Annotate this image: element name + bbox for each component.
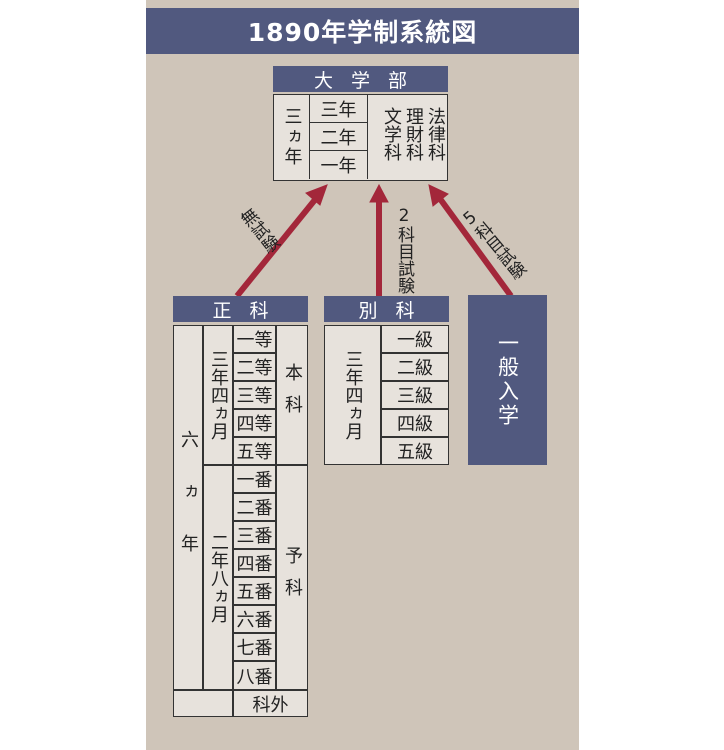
title-bar: 1890年学制系統図 xyxy=(146,8,579,54)
daigakubu-table: 三ヵ年 三年 二年 一年 文学科 理財科 法律科 xyxy=(273,94,448,181)
yoka-grade-1: 一番 xyxy=(233,465,276,493)
betsuka-grade-1: 一級 xyxy=(381,325,449,353)
yoka-duration: 二年八ヵ月 xyxy=(203,465,233,690)
daigakubu-header: 大学部 xyxy=(273,66,448,92)
betsuka-grade-2: 二級 xyxy=(381,353,449,381)
page-title: 1890年学制系統図 xyxy=(247,18,478,47)
betsuka-grade-5: 五級 xyxy=(381,437,449,465)
daigakubu-year-1: 一年 xyxy=(310,151,368,179)
arrow-right-head xyxy=(428,184,449,207)
betsuka-grade-3: 三級 xyxy=(381,381,449,409)
seika-kagai-spacer xyxy=(173,690,233,717)
arrow-middle-label: 2科目試験 xyxy=(394,206,414,294)
ippan-nyugaku-box: 一般入学 xyxy=(468,295,547,465)
seika-kagai: 科外 xyxy=(233,690,308,717)
yoka-grade-8: 八番 xyxy=(233,661,276,690)
honka-grade-4: 四等 xyxy=(233,409,276,437)
yoka-grade-5: 五番 xyxy=(233,577,276,605)
arrow-left-head xyxy=(305,184,328,206)
ippan-nyugaku-label: 一般入学 xyxy=(495,332,520,428)
seika-total-duration: 六ヵ年 xyxy=(173,325,203,690)
seika-header: 正 科 xyxy=(173,296,308,322)
yoka-grade-6: 六番 xyxy=(233,605,276,633)
daigakubu-year-2: 二年 xyxy=(310,123,368,151)
yoka-label: 予科 xyxy=(276,465,308,690)
arrow-right xyxy=(435,194,514,298)
honka-grade-5: 五等 xyxy=(233,437,276,465)
honka-grade-1: 一等 xyxy=(233,325,276,353)
yoka-grade-2: 二番 xyxy=(233,493,276,521)
yoka-grade-7: 七番 xyxy=(233,633,276,661)
honka-grade-3: 三等 xyxy=(233,381,276,409)
faculty-bungaku: 文学科 xyxy=(381,107,402,161)
honka-label: 本科 xyxy=(276,325,308,465)
betsuka-duration: 三年四ヵ月 xyxy=(324,325,381,465)
honka-duration: 三年四ヵ月 xyxy=(203,325,233,465)
honka-grade-2: 二等 xyxy=(233,353,276,381)
arrow-left xyxy=(234,194,321,298)
daigakubu-year-3: 三年 xyxy=(310,95,368,123)
faculty-horitsu: 法律科 xyxy=(425,107,446,161)
yoka-grade-3: 三番 xyxy=(233,521,276,549)
faculty-rizai: 理財科 xyxy=(403,107,424,161)
yoka-grade-4: 四番 xyxy=(233,549,276,577)
betsuka-header: 別 科 xyxy=(324,296,449,322)
arrow-middle-head xyxy=(369,183,389,203)
betsuka-grade-4: 四級 xyxy=(381,409,449,437)
daigakubu-duration: 三ヵ年 xyxy=(274,95,310,179)
